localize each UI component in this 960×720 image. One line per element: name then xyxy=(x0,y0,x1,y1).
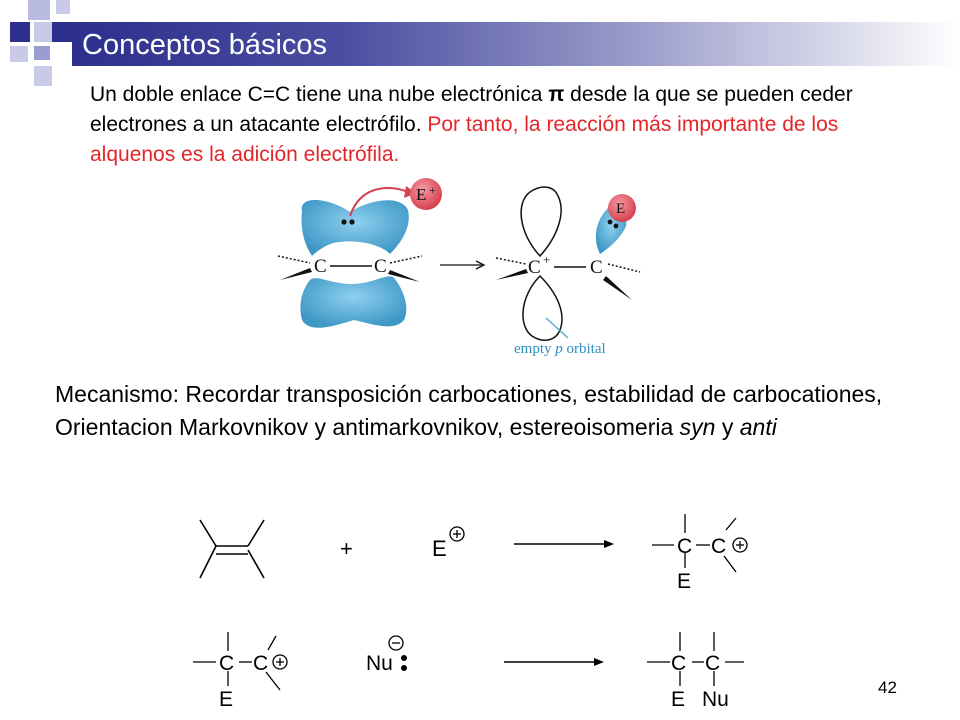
carbon-label: C xyxy=(590,257,603,278)
intro-text-2: desde la que se pueden ceder electrones … xyxy=(90,83,853,136)
electron-dot xyxy=(349,219,355,225)
electron-dot xyxy=(341,219,347,225)
pi-symbol: π xyxy=(548,83,565,106)
positive-charge-icon xyxy=(449,526,465,542)
electrophile-charge: + xyxy=(429,183,436,197)
reaction-scheme: + E C C E C C E Nu xyxy=(193,514,748,711)
empty-orbital-label: empty p orbital xyxy=(514,341,606,357)
electrophile-label: E xyxy=(671,688,685,711)
electrophile-label: E xyxy=(219,688,233,711)
lone-pair-dot xyxy=(401,655,407,661)
alkene-structure xyxy=(199,519,265,579)
label-pointer xyxy=(545,317,569,339)
carbon-label: C xyxy=(253,652,268,675)
electron-dot xyxy=(613,223,619,229)
mechanism-and: y xyxy=(715,414,740,440)
decor-square xyxy=(54,46,70,62)
carbon-label: C xyxy=(219,652,234,675)
plus-sign: + xyxy=(340,536,353,561)
page-number: 42 xyxy=(878,678,897,697)
electron-dot xyxy=(607,219,613,225)
electrophile-label: E xyxy=(616,201,625,217)
curved-arrow xyxy=(349,186,409,217)
carbocation-charge: + xyxy=(543,252,550,267)
electrophile-label: E xyxy=(677,570,691,593)
electrophile-sphere xyxy=(410,178,442,210)
decor-square xyxy=(52,22,72,42)
carbon-label: C xyxy=(374,256,387,277)
lone-pair-dot xyxy=(401,665,407,671)
curved-arrow-head xyxy=(404,186,416,198)
carbon-label: C xyxy=(314,256,327,277)
anti-term: anti xyxy=(739,414,777,440)
positive-charge-icon xyxy=(272,654,288,670)
page-title: Conceptos básicos xyxy=(82,29,328,61)
nucleophile-label: Nu xyxy=(366,652,393,675)
title-bar xyxy=(72,22,960,66)
decor-square xyxy=(10,46,28,62)
positive-charge-icon xyxy=(732,537,748,553)
syn-term: syn xyxy=(679,414,716,440)
nucleophile-label: Nu xyxy=(702,688,729,711)
decor-square xyxy=(56,0,70,14)
mechanism-text: Mecanismo: Recordar transposición carboc… xyxy=(55,381,883,440)
mechanism-paragraph: Mecanismo: Recordar transposición carboc… xyxy=(55,378,925,444)
pi-cloud-top xyxy=(301,199,409,256)
carbon-label: C xyxy=(711,535,726,558)
intro-text: Un doble enlace C=C tiene una nube elect… xyxy=(90,83,549,106)
pi-cloud-bottom xyxy=(300,276,407,328)
pi-orbital-figure: E + C C C + C E empty p orbital xyxy=(277,178,641,357)
carbon-label: C xyxy=(677,535,692,558)
electrophile-label: E xyxy=(416,185,426,204)
p-orbital-bottom xyxy=(522,274,563,342)
intro-highlight: Por tanto, la reacción más importante de… xyxy=(90,113,839,166)
intro-paragraph: Un doble enlace C=C tiene una nube elect… xyxy=(90,80,890,170)
carbocation-label: C xyxy=(528,257,541,278)
electrophile-sphere xyxy=(608,194,636,222)
carbon-label: C xyxy=(705,652,720,675)
decor-square xyxy=(34,22,52,42)
decor-square xyxy=(34,66,52,86)
negative-charge-icon xyxy=(388,635,404,651)
decor-square xyxy=(28,0,50,20)
decor-square xyxy=(10,22,30,42)
carbon-label: C xyxy=(671,652,686,675)
p-orbital-top xyxy=(520,186,562,258)
electrophile-label: E xyxy=(432,536,447,561)
decor-square xyxy=(34,46,50,60)
